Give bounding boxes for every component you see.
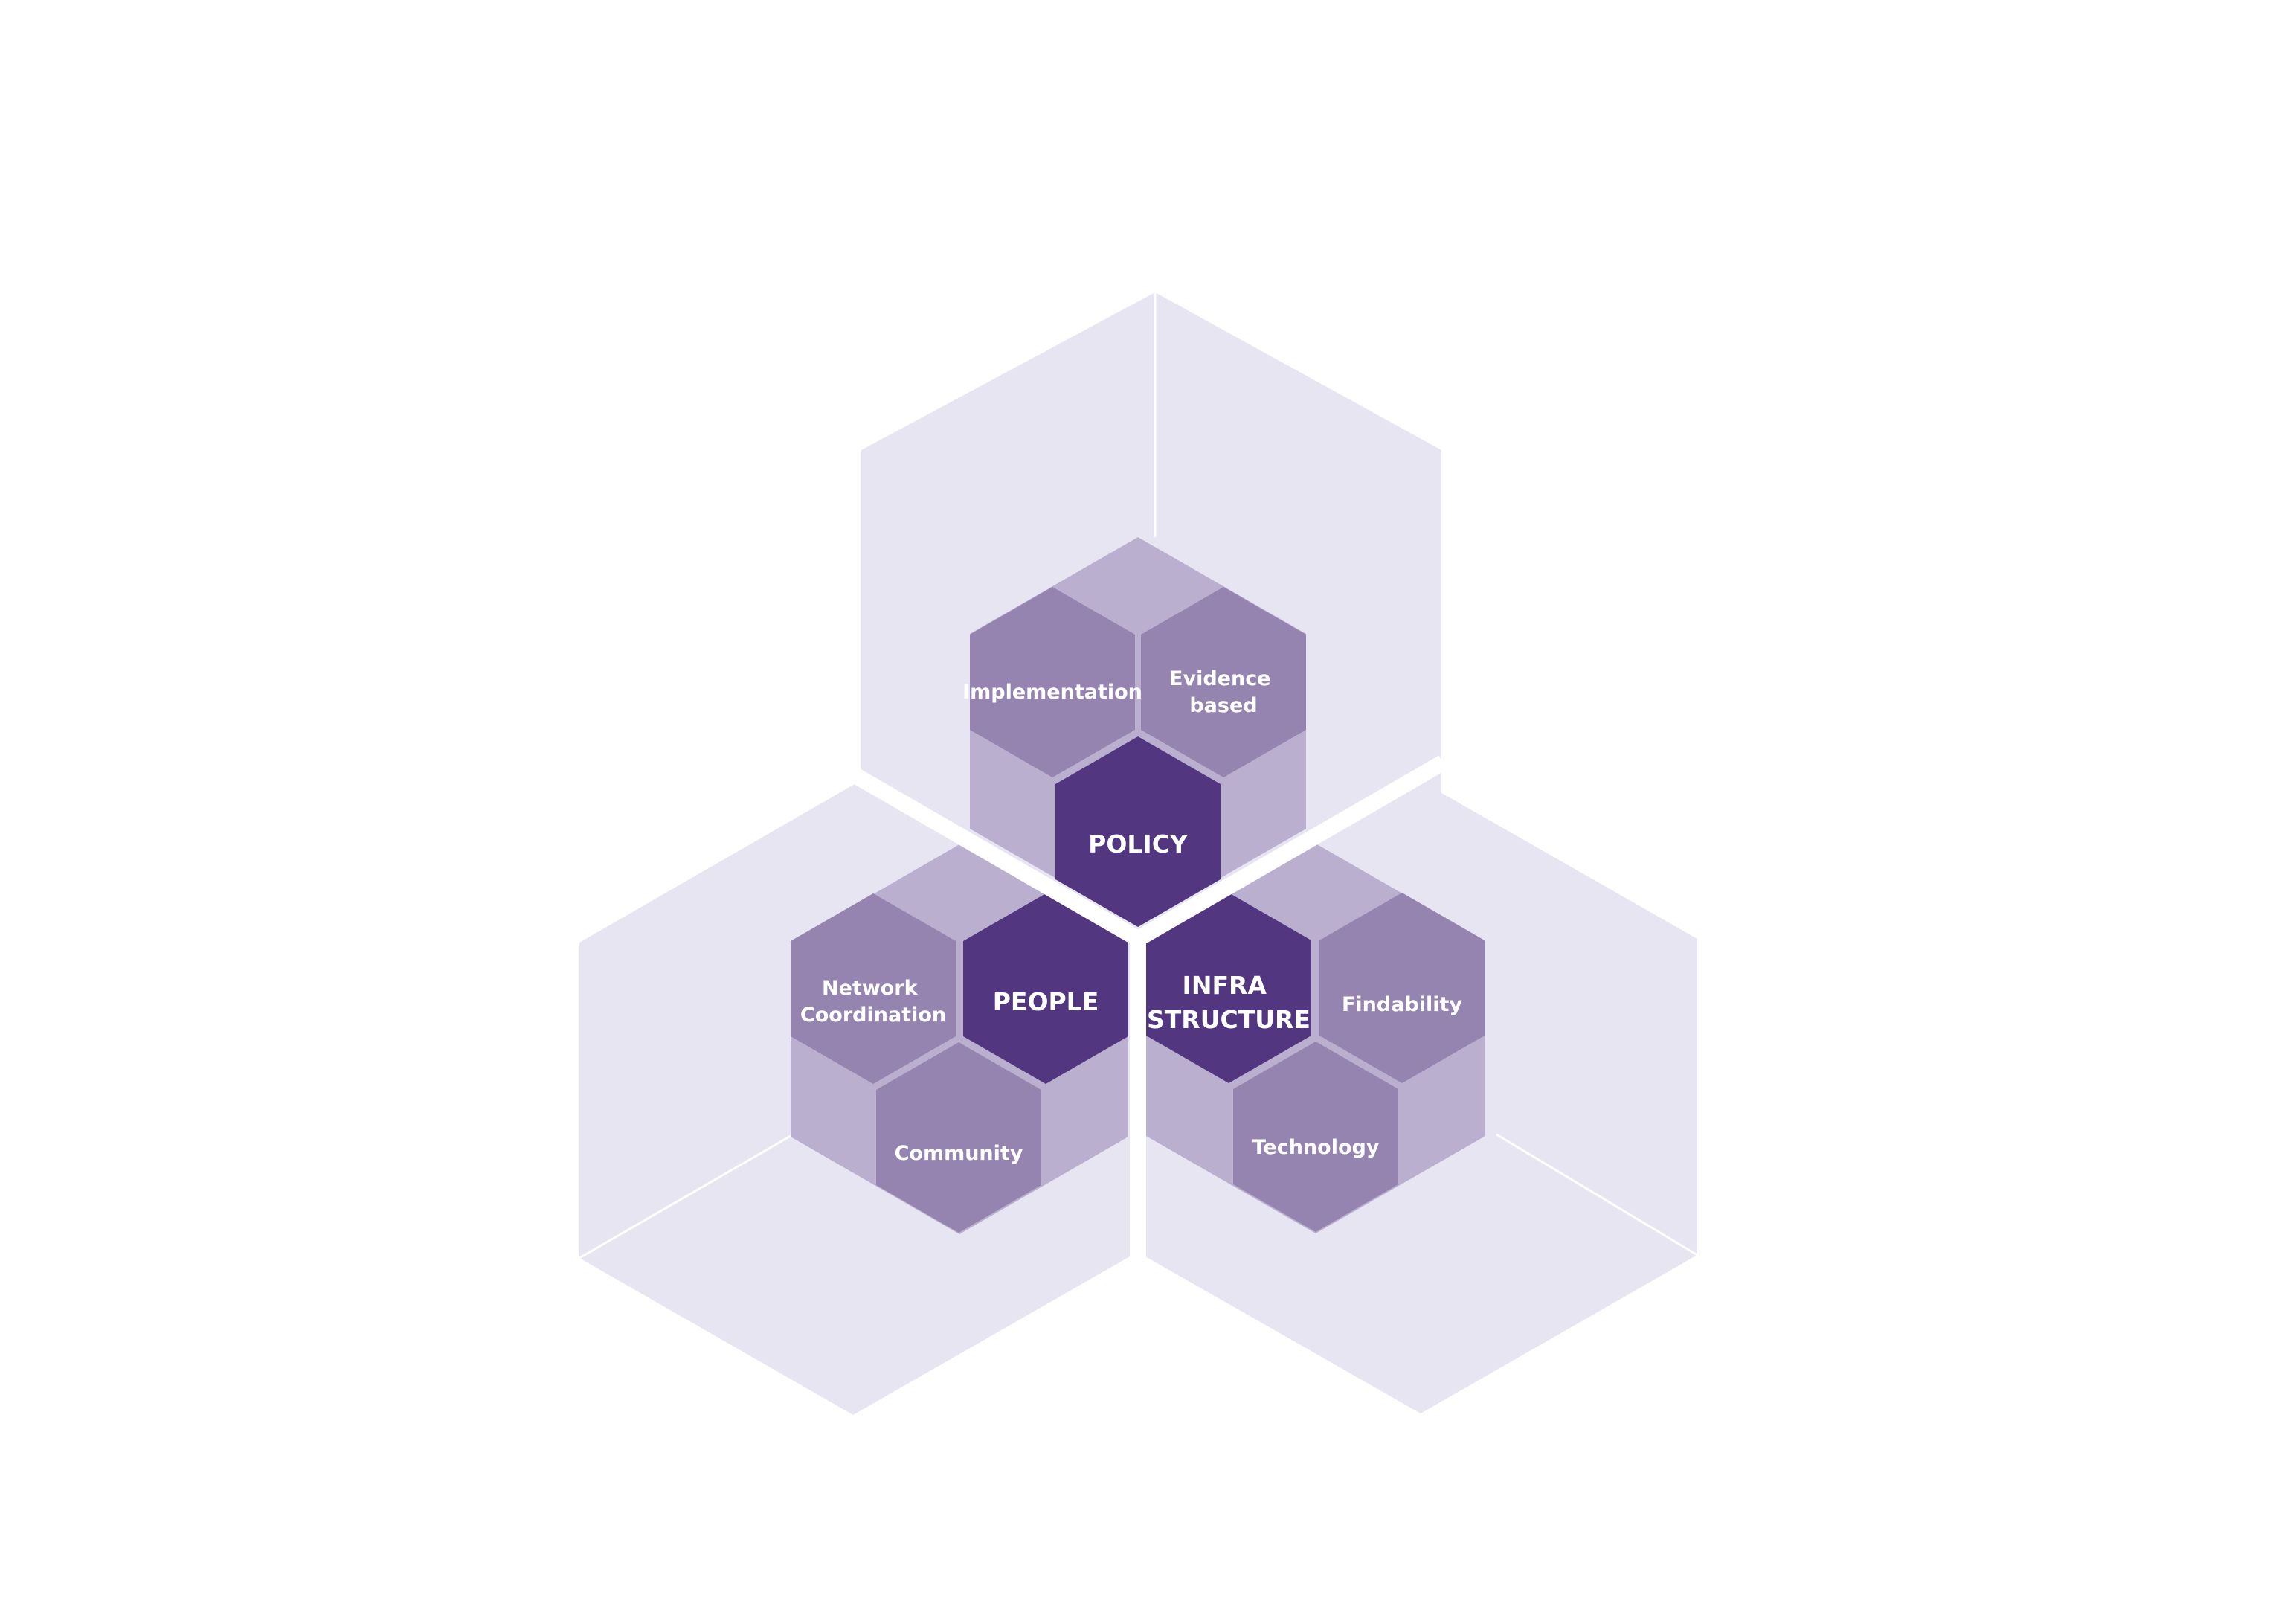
outer-divider-right bbox=[1496, 1133, 1698, 1256]
hex-evidence-based[interactable] bbox=[1141, 587, 1306, 777]
separator-right bbox=[1133, 755, 1447, 946]
label-findability: Findability bbox=[1342, 993, 1462, 1016]
hex-network-coordination[interactable] bbox=[791, 893, 956, 1084]
label-implementation: Implementation bbox=[962, 681, 1142, 704]
label-policy: POLICY bbox=[1088, 829, 1189, 858]
label-community: Community bbox=[895, 1142, 1023, 1165]
label-infrastructure: INFRA STRUCTURE bbox=[1147, 971, 1311, 1034]
label-people: PEOPLE bbox=[993, 987, 1099, 1016]
hex-infrastructure[interactable] bbox=[1146, 893, 1311, 1083]
label-network-coordination: Network Coordination bbox=[800, 977, 946, 1027]
hex-findability[interactable] bbox=[1319, 893, 1485, 1083]
label-evidence-based: Evidence based bbox=[1169, 667, 1278, 717]
outer-divider-left bbox=[579, 1134, 791, 1259]
hex-implementation[interactable] bbox=[970, 587, 1135, 777]
hex-community[interactable] bbox=[876, 1042, 1041, 1233]
labels: Implementation Evidence based POLICY Net… bbox=[800, 667, 1463, 1165]
hex-people[interactable] bbox=[963, 893, 1128, 1084]
sub-hexagons bbox=[791, 587, 1485, 1233]
label-technology: Technology bbox=[1252, 1136, 1380, 1159]
separator-left bbox=[829, 755, 1142, 946]
core-hexagons bbox=[963, 736, 1311, 1084]
y-separator bbox=[829, 755, 1447, 1309]
hex-policy[interactable] bbox=[1055, 736, 1221, 927]
hex-technology[interactable] bbox=[1233, 1042, 1398, 1232]
